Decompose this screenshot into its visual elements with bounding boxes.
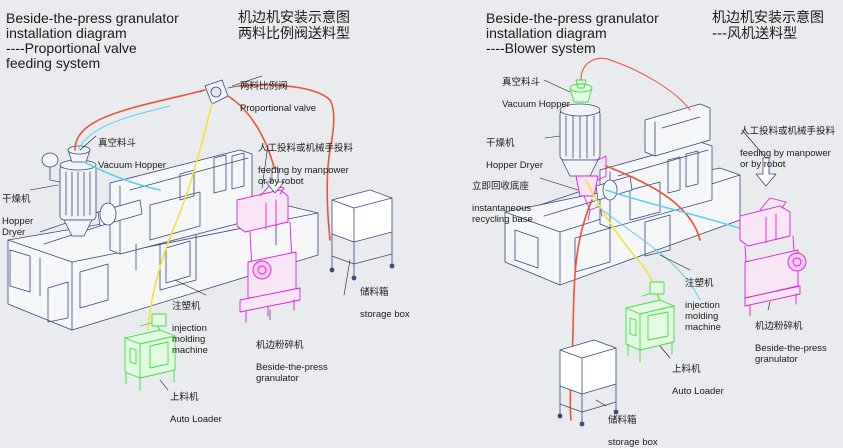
left-granulator-en: Beside-the-press granulator bbox=[256, 362, 328, 384]
left-dryer-label: 干燥机 Hopper Dryer bbox=[2, 183, 33, 238]
right-granulator bbox=[739, 197, 807, 317]
right-hopper-label: 真空料斗 Vacuum Hopper bbox=[502, 66, 570, 110]
right-recycling-label: 立即回收底座 instantaneous recycling base bbox=[472, 170, 533, 225]
left-dryer-en: Hopper Dryer bbox=[2, 216, 34, 238]
left-vacuum-hopper bbox=[67, 145, 91, 163]
left-title-cn: 机边机安装示意图 两料比例阀送料型 bbox=[238, 10, 350, 42]
left-storage-box bbox=[329, 189, 395, 281]
left-feeding-label: 人工投料或机械手投料 feeding by manpower or by rob… bbox=[258, 132, 353, 187]
left-auto-loader bbox=[124, 313, 176, 391]
right-dryer-en: Hopper Dryer bbox=[486, 160, 544, 171]
right-hopper-cn: 真空料斗 bbox=[502, 77, 541, 88]
right-hopper-en: Vacuum Hopper bbox=[502, 99, 570, 110]
right-injection-label: 注塑机 injection molding machine bbox=[685, 267, 721, 333]
left-valve-cn: 两料比例阀 bbox=[240, 81, 288, 92]
left-title-en: Beside-the-press granulator installation… bbox=[6, 10, 179, 71]
left-injection-cn: 注塑机 bbox=[172, 301, 201, 312]
right-granulator-cn: 机边粉碎机 bbox=[755, 321, 803, 332]
right-loader-label: 上料机 Auto Loader bbox=[672, 353, 724, 397]
right-injection-cn: 注塑机 bbox=[685, 278, 714, 289]
right-leader-lines bbox=[539, 79, 771, 407]
left-storage-cn: 储料箱 bbox=[360, 287, 389, 298]
left-pipes bbox=[74, 84, 335, 331]
left-hopper-dryer bbox=[41, 152, 97, 237]
left-granulator-cn: 机边粉碎机 bbox=[256, 340, 304, 351]
right-dryer-cn: 干燥机 bbox=[486, 138, 515, 149]
right-feeding-en: feeding by manpower or by robot bbox=[740, 148, 831, 170]
left-storage-en: storage box bbox=[360, 309, 410, 320]
left-proportional-valve bbox=[199, 79, 239, 105]
left-hopper-cn: 真空料斗 bbox=[98, 138, 137, 149]
left-feeding-en: feeding by manpower or by robot bbox=[258, 165, 349, 187]
left-storage-label: 储料箱 storage box bbox=[360, 276, 410, 320]
left-loader-cn: 上料机 bbox=[170, 392, 199, 403]
right-storage-en: storage box bbox=[608, 437, 658, 448]
right-title-en: Beside-the-press granulator installation… bbox=[486, 10, 659, 56]
left-granulator bbox=[236, 184, 301, 323]
right-loader-en: Auto Loader bbox=[672, 386, 724, 397]
right-dryer-label: 干燥机 Hopper Dryer bbox=[486, 127, 543, 171]
right-recycling-cn: 立即回收底座 bbox=[472, 181, 530, 192]
right-feeding-arrow bbox=[755, 157, 777, 187]
right-storage-label: 储料箱 storage box bbox=[608, 404, 658, 448]
right-vacuum-hopper bbox=[569, 79, 593, 103]
installation-diagram: Beside-the-press granulator installation… bbox=[2, 10, 835, 448]
left-feeding-cn: 人工投料或机械手投料 bbox=[258, 143, 354, 154]
left-granulator-label: 机边粉碎机 Beside-the-press granulator bbox=[256, 329, 328, 384]
left-hopper-label: 真空料斗 Vacuum Hopper bbox=[98, 127, 166, 171]
right-recycling-en: instantaneous recycling base bbox=[472, 203, 533, 225]
left-loader-en: Auto Loader bbox=[170, 414, 222, 425]
right-storage-cn: 储料箱 bbox=[608, 415, 637, 426]
left-hopper-en: Vacuum Hopper bbox=[98, 160, 166, 171]
left-leader-lines bbox=[29, 75, 351, 391]
left-valve-label: 两料比例阀 Proportional valve bbox=[240, 70, 316, 114]
left-dryer-cn: 干燥机 bbox=[2, 194, 31, 205]
right-title-cn: 机边机安装示意图 ---风机送料型 bbox=[712, 10, 824, 42]
right-granulator-en: Beside-the-press granulator bbox=[755, 343, 827, 365]
left-valve-en: Proportional valve bbox=[240, 103, 317, 114]
right-loader-cn: 上料机 bbox=[672, 364, 701, 375]
right-hopper-dryer bbox=[559, 103, 601, 177]
right-feeding-label: 人工投料或机械手投料 feeding by manpower or by rob… bbox=[740, 115, 835, 170]
left-loader-label: 上料机 Auto Loader bbox=[170, 381, 222, 425]
right-storage-box bbox=[557, 339, 619, 427]
right-feeding-cn: 人工投料或机械手投料 bbox=[740, 126, 836, 137]
left-injection-label: 注塑机 injection molding machine bbox=[172, 290, 208, 356]
diagram-art bbox=[7, 57, 807, 427]
left-injection-en: injection molding machine bbox=[172, 323, 208, 356]
right-auto-loader bbox=[625, 281, 675, 363]
left-feeding-arrow bbox=[265, 167, 285, 194]
right-injection-en: injection molding machine bbox=[685, 300, 721, 333]
right-granulator-label: 机边粉碎机 Beside-the-press granulator bbox=[755, 310, 827, 365]
